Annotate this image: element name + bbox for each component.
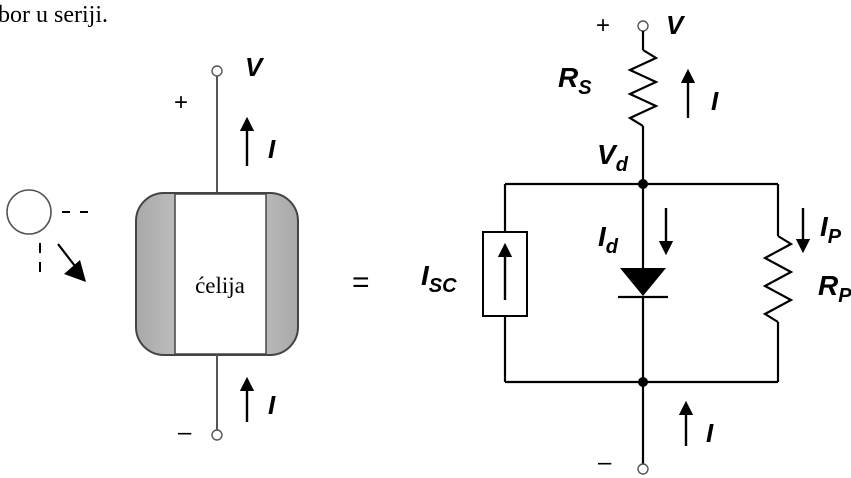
sun-icon [6,189,52,235]
caption-text: bor u seriji. [0,2,108,28]
isc-label: ISC [421,260,457,297]
rp-label: RP [818,270,851,307]
series-current-label: I [711,86,719,116]
id-label: Id [598,221,619,258]
bottom-current-label: I [706,418,714,448]
cell-current-label-top: I [268,134,276,164]
cell-plus-sign: + [174,89,188,116]
ip-label: IP [820,211,842,248]
vd-label: Vd [597,139,629,176]
rs-label: RS [558,62,592,99]
circuit-minus-sign: – [598,449,612,476]
circuit-plus-sign: + [596,12,610,39]
cell-minus-sign: – [178,419,192,446]
light-ray-arrowhead-icon [64,260,86,282]
series-resistor-rs [627,49,659,127]
equals-sign: = [352,266,370,299]
cell-voltage-label: V [245,52,265,82]
parallel-resistor-rp [762,235,794,323]
diode-icon [620,268,666,296]
cell-bottom-terminal [211,429,223,441]
cell-current-label-bottom: I [268,390,276,420]
cell-label: ćelija [195,273,245,298]
circuit-voltage-label: V [666,10,686,40]
light-source [6,189,88,282]
solar-cell-body: ćelija [135,192,299,356]
circuit-bottom-terminal [637,463,649,475]
circuit-top-terminal [637,20,649,32]
cell-top-terminal [211,65,223,77]
